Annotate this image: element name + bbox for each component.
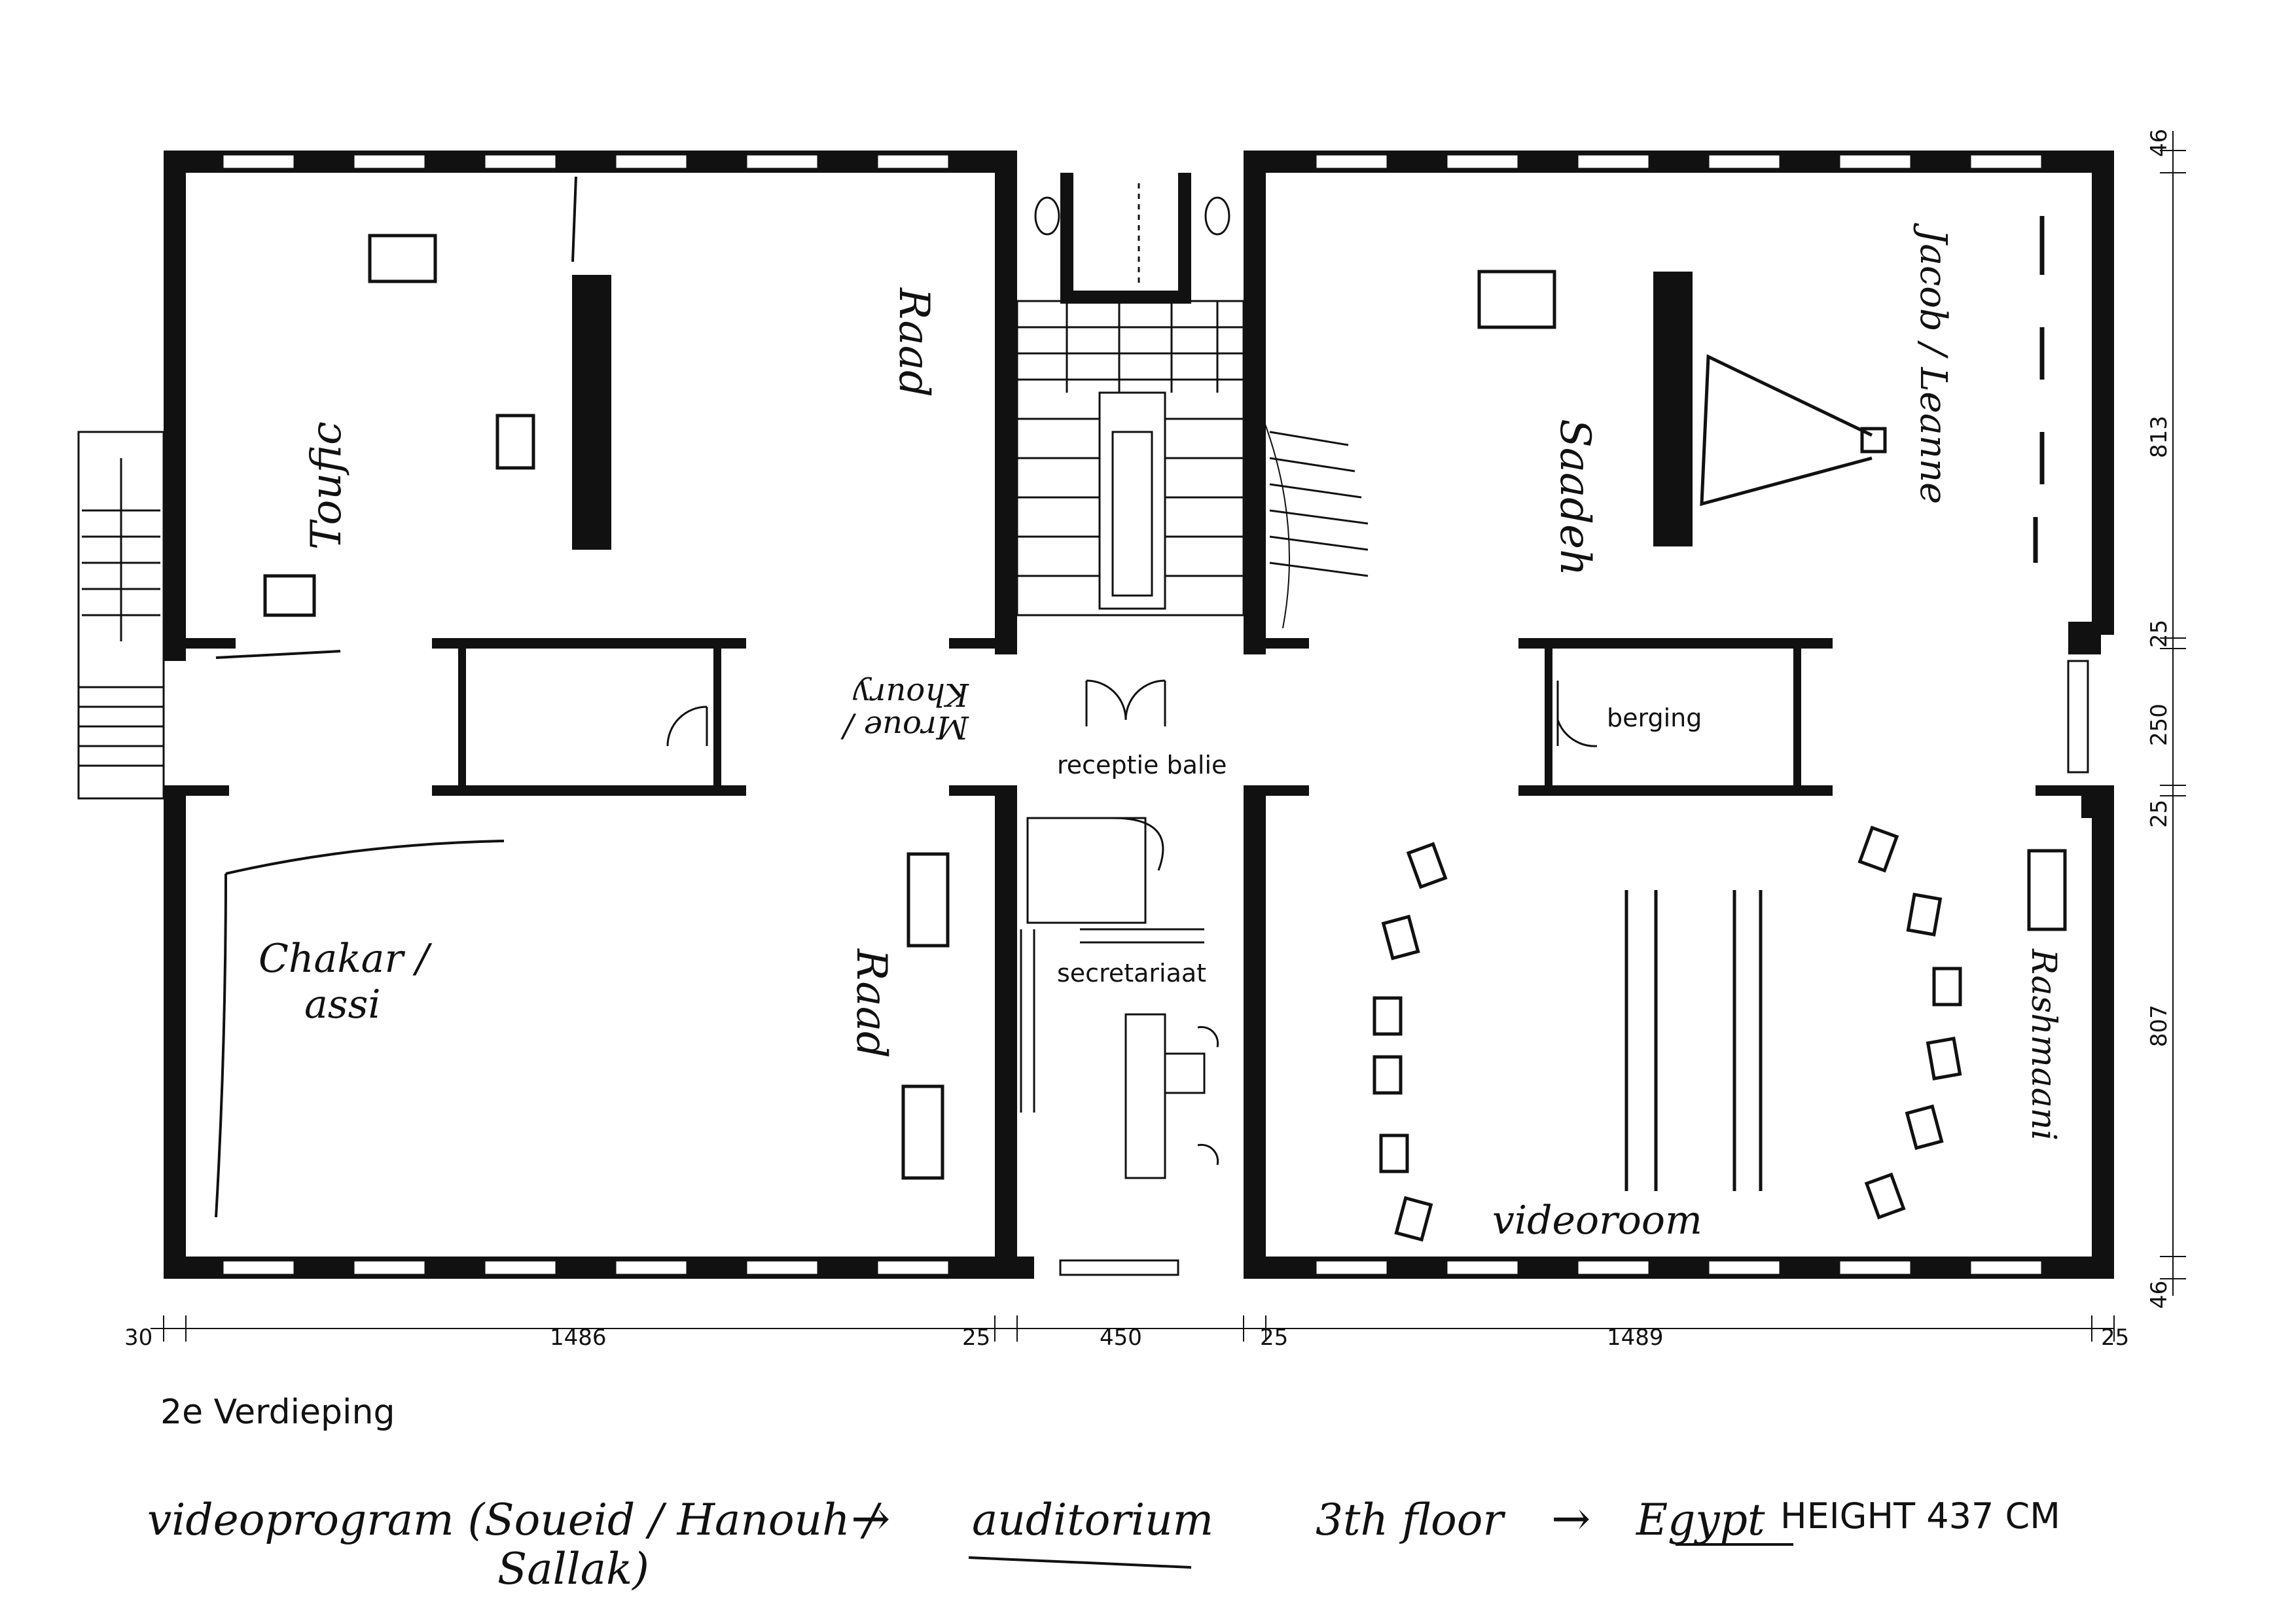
name-jacob-leanne: Jacob / Leanne — [1912, 223, 1954, 504]
windows — [221, 153, 2089, 1276]
dim-bottom-1489: 1489 — [1607, 1325, 1664, 1351]
note-egypt: Egypt — [1636, 1495, 1765, 1545]
dimension-lines — [151, 131, 2186, 1342]
videoroom-seats — [1372, 825, 1962, 1242]
curtain-line — [2033, 216, 2045, 563]
reception-label: receptie balie — [1057, 751, 1227, 779]
secretariat-furniture — [1020, 817, 1219, 1179]
note-auditorium: auditorium — [972, 1495, 1213, 1545]
secretariat-label: secretariaat — [1057, 959, 1206, 988]
closet-doors — [666, 681, 1598, 747]
room-dividers — [572, 272, 1693, 550]
name-raad-top: Raad — [889, 287, 938, 397]
name-mroue-line2: Khoury — [852, 676, 969, 713]
name-chakar-line2: assi — [304, 982, 381, 1027]
dim-right-250: 250 — [2146, 704, 2172, 746]
dim-right-25b: 25 — [2146, 800, 2172, 828]
dim-bottom-1486: 1486 — [550, 1325, 607, 1351]
floor-title: 2e Verdieping — [160, 1393, 395, 1432]
name-rashmaani: Rashmaani — [2024, 948, 2063, 1141]
dim-right-813: 813 — [2146, 416, 2172, 458]
dim-bottom-25b: 25 — [1260, 1325, 1288, 1351]
name-chakar-line1: Chakar / — [259, 936, 433, 982]
dim-bottom-25a: 25 — [962, 1325, 990, 1351]
dim-bottom-25c: 25 — [2101, 1325, 2129, 1351]
exterior-walls — [164, 151, 2114, 1279]
projector-icon — [1700, 354, 1887, 507]
handdrawn-lines — [215, 176, 577, 1218]
dim-bottom-450: 450 — [1100, 1325, 1142, 1351]
note-arrow-2: → — [1551, 1491, 1590, 1546]
name-raad-bottom: Raad — [847, 948, 895, 1058]
external-stair — [77, 431, 165, 800]
dim-right-46-top: 46 — [2146, 129, 2172, 157]
videoroom-label: videoroom — [1492, 1198, 1702, 1243]
note-videoprogram: videoprogram (Soueid / Hanouh / — [147, 1495, 882, 1545]
note-sallak: Sallak) — [497, 1544, 649, 1594]
dim-right-46-bottom: 46 — [2146, 1281, 2172, 1309]
note-floor: 3th floor — [1316, 1495, 1505, 1545]
bottom-note: videoprogram (Soueid / Hanouh / Sallak) … — [147, 1491, 2060, 1594]
note-auditorium-underline — [968, 1556, 1192, 1569]
dim-right-807: 807 — [2146, 1005, 2172, 1047]
name-saadeh: Saadeh — [1551, 419, 1599, 576]
dim-bottom-30: 30 — [124, 1325, 152, 1351]
storage-label: berging — [1607, 704, 1702, 732]
note-height: HEIGHT 437 CM — [1780, 1495, 2060, 1537]
desks — [263, 234, 2067, 1180]
central-stair — [1016, 183, 1369, 726]
name-mroue-line1: Mroue / — [840, 709, 969, 745]
name-toufic: Toufic — [302, 421, 351, 550]
dim-right-25a: 25 — [2146, 620, 2172, 648]
note-arrow-1: → — [851, 1491, 890, 1546]
